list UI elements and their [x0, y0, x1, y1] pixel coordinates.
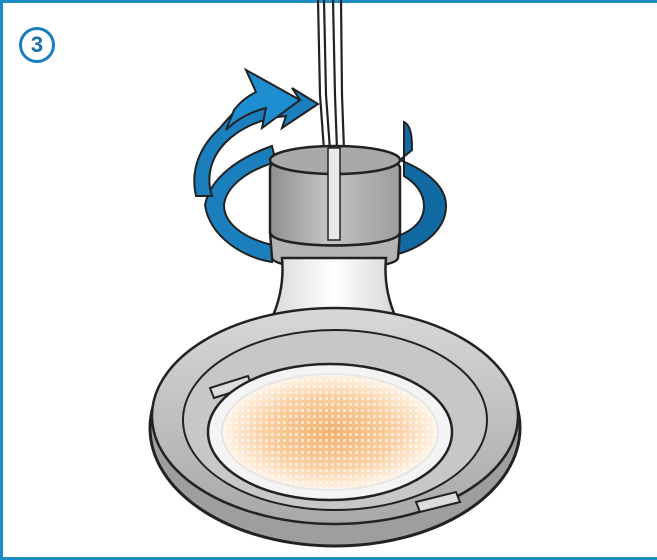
lamp-lens	[206, 362, 454, 502]
wires	[316, 0, 346, 151]
step-number: 3	[30, 32, 44, 57]
rotate-arrow-icon	[193, 67, 320, 197]
step-number-badge: 3	[19, 27, 55, 63]
frame-top-border	[0, 0, 657, 3]
rotate-arrow-icon-back	[203, 120, 448, 264]
connector-cap	[268, 144, 402, 270]
